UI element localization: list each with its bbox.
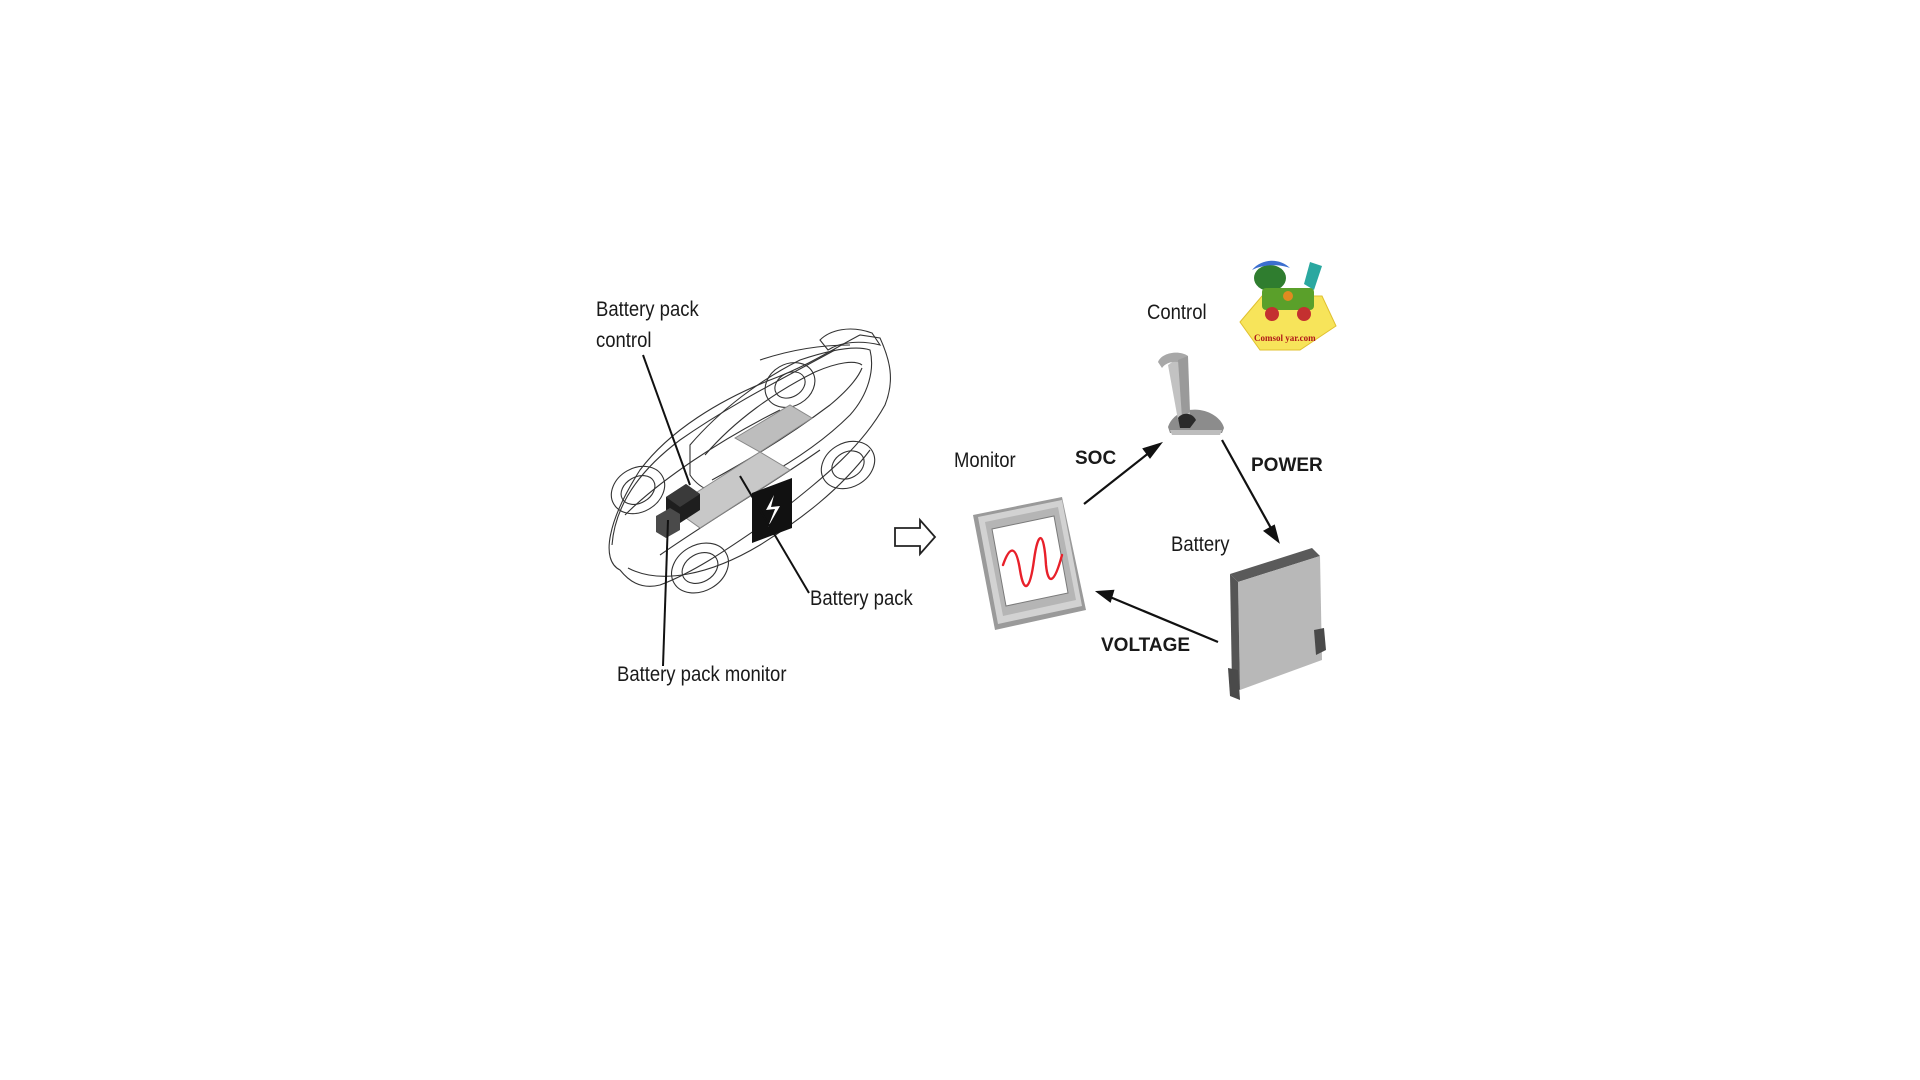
hollow-right-arrow-icon: [894, 517, 937, 557]
loop-arrows: [1083, 439, 1280, 644]
comsol-yar-logo: [1239, 260, 1337, 351]
control-joystick-icon: [1158, 352, 1224, 435]
voltage-label: VOLTAGE: [1101, 635, 1191, 656]
monitor-label: Monitor: [954, 449, 1016, 472]
lightning-badge-icon: [752, 478, 792, 543]
car-wireframe-illustration: [608, 328, 891, 594]
battery-pack-control-label: Battery pack control: [596, 298, 699, 352]
battery-pack-shape: [671, 404, 813, 529]
battery-cell-icon: [1228, 548, 1326, 700]
soc-label: SOC: [1075, 448, 1117, 469]
logo-text: Comsol yar.com: [1254, 333, 1316, 343]
battery-pack-monitor-label: Battery pack monitor: [617, 663, 787, 686]
monitor-icon: [973, 497, 1086, 630]
power-label: POWER: [1251, 455, 1323, 476]
battery-label: Battery: [1171, 533, 1230, 556]
callout-lines: [642, 354, 810, 667]
control-label: Control: [1147, 301, 1207, 324]
battery-pack-label: Battery pack: [810, 587, 913, 610]
